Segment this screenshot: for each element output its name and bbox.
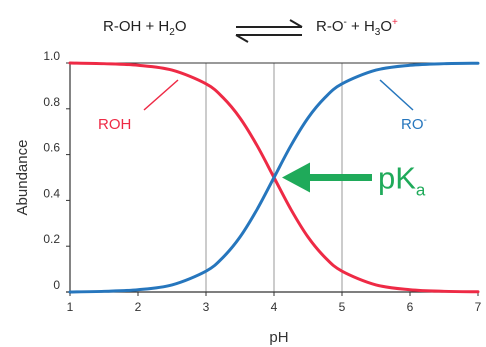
- pka-arrow-head-icon: [282, 162, 310, 193]
- reaction-equation: R-OH + H2O R-O- + H3O+: [103, 17, 398, 43]
- x-tick-label: 3: [203, 300, 210, 314]
- plot-area: 0 0.2 0.4 0.6 0.8 1.0 1 2 3 4 5 6 7 ROH RO-pKa: [43, 49, 481, 314]
- x-tick-label: 6: [407, 300, 414, 314]
- y-tick-label: 0.6: [43, 141, 60, 155]
- x-tick-label: 7: [475, 300, 482, 314]
- equilibrium-arrows-icon: [235, 19, 303, 43]
- y-tick-label: 1.0: [43, 49, 60, 63]
- x-axis-label: pH: [269, 329, 288, 346]
- x-tick-label: 2: [135, 300, 142, 314]
- series-label-leader-roh: [143, 79, 179, 111]
- series-label-ro: RO-: [401, 115, 427, 133]
- x-tick-label: 5: [339, 300, 346, 314]
- x-tick-label: 1: [67, 300, 74, 314]
- y-tick-label: 0.2: [43, 232, 60, 246]
- y-tick-label: 0.8: [43, 95, 60, 109]
- x-tick-label: 4: [271, 300, 278, 314]
- pka-label: pKa: [378, 161, 426, 200]
- equation-left: R-OH + H2O: [103, 18, 187, 38]
- series-line-1: [68, 61, 480, 294]
- series-label-leader-ro: [379, 79, 414, 111]
- y-axis-label: Abundance: [14, 140, 31, 216]
- y-tick-label: 0: [53, 278, 60, 292]
- series-label-roh: ROH: [98, 116, 131, 133]
- equation-right: R-O- + H3O+: [316, 17, 398, 38]
- y-tick-label: 0.4: [43, 186, 60, 200]
